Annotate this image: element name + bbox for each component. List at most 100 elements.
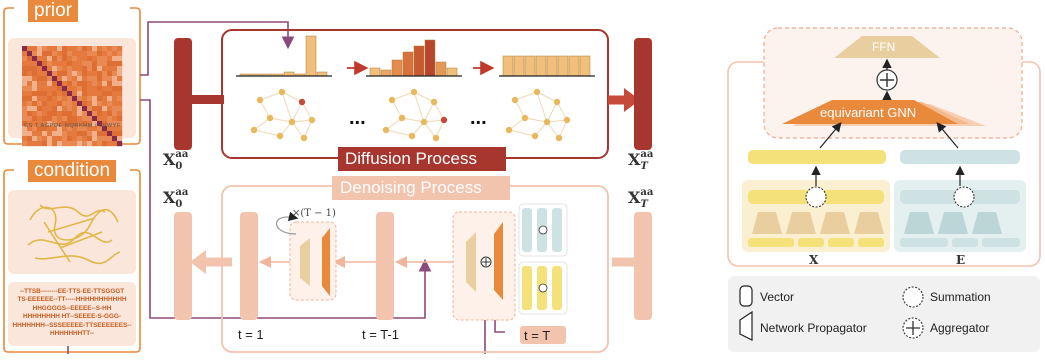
matrix-cell xyxy=(57,61,63,67)
matrix-cell xyxy=(42,76,48,82)
matrix-cell xyxy=(97,96,103,102)
matrix-cell xyxy=(117,111,123,117)
graph-edge xyxy=(536,91,548,123)
graph-node xyxy=(410,88,418,96)
matrix-cell xyxy=(72,91,78,97)
matrix-cell xyxy=(77,51,83,57)
matrix-cell xyxy=(92,51,98,57)
tT-label-box xyxy=(520,326,566,344)
graph-edge xyxy=(281,91,293,123)
matrix-cell xyxy=(72,136,78,142)
graph-edge xyxy=(413,91,435,103)
matrix-cell xyxy=(62,71,68,77)
matrix-cell xyxy=(57,66,63,72)
matrix-cell xyxy=(57,106,63,112)
matrix-cell xyxy=(117,131,123,137)
matrix-cell xyxy=(62,96,68,102)
histogram-bar xyxy=(391,59,403,77)
matrix-cell xyxy=(42,56,48,62)
matrix-cell xyxy=(117,126,123,132)
matrix-cell xyxy=(37,56,43,62)
matrix-cell xyxy=(62,136,68,142)
matrix-cell xyxy=(117,46,123,52)
matrix-cell xyxy=(22,116,28,122)
vector-segment xyxy=(798,238,824,247)
matrix-cell xyxy=(62,46,68,52)
matrix-cell xyxy=(92,106,98,112)
graph-edge xyxy=(385,129,413,137)
matrix-cell xyxy=(42,46,48,52)
matrix-cell xyxy=(107,66,113,72)
matrix-cell xyxy=(62,111,68,117)
matrix-cell xyxy=(97,46,103,52)
matrix-cell xyxy=(52,61,58,67)
matrix-cell xyxy=(27,131,33,137)
legend-vector-text: Vector xyxy=(760,290,795,304)
graph-node xyxy=(266,114,274,122)
matrix-cell xyxy=(72,131,78,137)
matrix-cell xyxy=(77,76,83,82)
matrix-cell xyxy=(92,126,98,132)
matrix-cell xyxy=(42,86,48,92)
histogram-bar xyxy=(402,51,414,77)
matrix-cell xyxy=(67,61,73,67)
matrix-cell xyxy=(112,126,118,132)
histogram-bar xyxy=(380,69,392,77)
propagator-block xyxy=(820,212,850,234)
matrix-cell xyxy=(112,76,118,82)
matrix-cell xyxy=(82,141,88,147)
matrix-cell xyxy=(27,46,33,52)
matrix-cell xyxy=(27,66,33,72)
matrix-cell xyxy=(22,76,28,82)
vector-segment xyxy=(900,238,948,247)
matrix-cell xyxy=(37,116,43,122)
matrix-cell xyxy=(47,86,53,92)
matrix-cell xyxy=(27,141,33,147)
matrix-cell xyxy=(47,136,53,142)
matrix-cell xyxy=(37,121,43,127)
matrix-cell xyxy=(102,56,108,62)
propagator-legend-icon xyxy=(739,310,753,341)
matrix-cell xyxy=(92,116,98,122)
matrix-cell xyxy=(52,106,58,112)
x-branch-label: X xyxy=(809,253,819,267)
matrix-cell xyxy=(52,66,58,72)
graph-node xyxy=(440,116,448,124)
graph-node xyxy=(288,118,296,126)
matrix-cell xyxy=(87,111,93,117)
matrix-cell xyxy=(67,91,73,97)
protein-structure-icon xyxy=(27,204,121,265)
matrix-cell xyxy=(97,126,103,132)
sequence-line: HHGGGGS--EEEEE--S-HH xyxy=(32,304,112,312)
matrix-cell xyxy=(67,46,73,52)
matrix-cell xyxy=(57,56,63,62)
matrix-cell xyxy=(52,131,58,137)
matrix-cell xyxy=(112,66,118,72)
matrix-cell xyxy=(57,86,63,92)
matrix-cell xyxy=(77,131,83,137)
matrix-cell xyxy=(22,56,28,62)
matrix-cell xyxy=(62,66,68,72)
matrix-cell xyxy=(67,81,73,87)
matrix-cell xyxy=(72,96,78,102)
gnn-label: equivariant GNN xyxy=(820,105,917,120)
matrix-cell xyxy=(97,121,103,127)
summation-legend-icon xyxy=(902,286,924,308)
matrix-cell xyxy=(82,106,88,112)
matrix-cell xyxy=(62,116,68,122)
matrix-cell xyxy=(102,46,108,52)
matrix-cell xyxy=(57,111,63,117)
matrix-cell xyxy=(102,71,108,77)
matrix-cell xyxy=(117,61,123,67)
matrix-cell xyxy=(42,51,48,57)
matrix-cell xyxy=(107,106,113,112)
matrix-cell xyxy=(37,86,43,92)
matrix-cell xyxy=(67,76,73,82)
matrix-cell xyxy=(107,116,113,122)
matrix-cell xyxy=(107,86,113,92)
matrix-cell xyxy=(77,106,83,112)
histogram-bar xyxy=(305,35,317,77)
matrix-cell xyxy=(107,121,113,127)
matrix-cell xyxy=(32,126,38,132)
histogram-bar xyxy=(546,55,558,77)
